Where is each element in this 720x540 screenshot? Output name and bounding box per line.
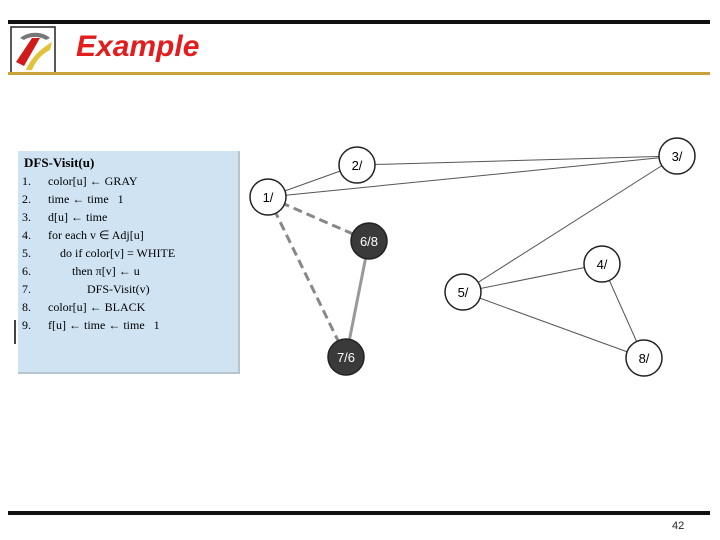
line-text: then π[v] ← u xyxy=(48,264,140,278)
edge-n1-n3 xyxy=(267,155,678,198)
line-number: 7. xyxy=(22,282,31,296)
slide-title: Example xyxy=(76,30,200,63)
edge-n6-n7 xyxy=(344,240,371,358)
graph-edges xyxy=(266,155,678,359)
edge-n1-n7 xyxy=(266,196,348,358)
line-number: 6. xyxy=(22,264,31,278)
pseudocode-line: 3. d[u] ← time xyxy=(22,209,107,226)
top-rule xyxy=(8,20,710,24)
graph-node: 4/ xyxy=(583,245,621,283)
line-text: color[u] ← BLACK xyxy=(48,300,146,314)
node-circle xyxy=(625,339,663,377)
line-text: do if color[v] = WHITE xyxy=(48,246,176,260)
edge-n2-n3 xyxy=(356,155,678,166)
pseudocode-panel: DFS-Visit(u) 1. color[u] ← GRAY 2. time ← t… xyxy=(18,151,240,374)
edge-n5-n8 xyxy=(462,291,645,359)
pseudocode-line: 9. f[u] ← time ← time 1 xyxy=(22,317,160,334)
line-number: 2. xyxy=(22,192,31,206)
node-circle xyxy=(327,338,365,376)
graph-node: 5/ xyxy=(444,273,482,311)
line-text: for each v ∈ Adj[u] xyxy=(48,228,144,242)
line-text: time ← time 1 xyxy=(48,192,124,206)
node-label: 3/ xyxy=(672,149,683,164)
graph-node: 7/6 xyxy=(327,338,365,376)
pseudocode-line: 2. time ← time 1 xyxy=(22,191,124,208)
node-label: 2/ xyxy=(352,158,363,173)
pseudocode-line: 4. for each v ∈ Adj[u] xyxy=(22,227,144,244)
title-underline xyxy=(8,72,710,75)
line-text: d[u] ← time xyxy=(48,210,108,224)
graph-node: 2/ xyxy=(338,146,376,184)
line-number: 5. xyxy=(22,246,31,260)
university-logo-icon xyxy=(10,26,56,74)
node-label: 5/ xyxy=(458,285,469,300)
node-label: 4/ xyxy=(597,257,608,272)
node-circle xyxy=(658,137,696,175)
graph-nodes: 1/2/3/4/5/6/8 7/6 8/ xyxy=(249,137,696,377)
node-circle xyxy=(583,245,621,283)
pseudocode-line: 6. then π[v] ← u xyxy=(22,263,140,280)
graph-node: 3/ xyxy=(658,137,696,175)
line-number: 4. xyxy=(22,228,31,242)
line-text: f[u] ← time ← time 1 xyxy=(48,318,160,332)
line-number: 9. xyxy=(22,318,31,332)
node-label: 6/8 xyxy=(360,234,378,249)
line-number: 8. xyxy=(22,300,31,314)
node-circle xyxy=(444,273,482,311)
edge-n4-n5 xyxy=(462,263,603,293)
pseudocode-line: 7. DFS-Visit(v) xyxy=(22,281,150,298)
page-number: 42 xyxy=(672,520,685,532)
line-text: color[u] ← GRAY xyxy=(48,174,138,188)
node-label: 1/ xyxy=(263,190,274,205)
code-margin-mark xyxy=(14,320,16,344)
graph-node: 8/ xyxy=(625,339,663,377)
line-text: DFS-Visit(v) xyxy=(48,282,150,296)
node-circle xyxy=(350,222,388,260)
bottom-rule xyxy=(8,511,710,515)
pseudocode-line: 5. do if color[v] = WHITE xyxy=(22,245,175,262)
node-label: 8/ xyxy=(639,351,650,366)
graph-node: 1/ xyxy=(249,178,287,216)
line-number: 3. xyxy=(22,210,31,224)
pseudocode-line: 1. color[u] ← GRAY xyxy=(22,173,138,190)
pseudocode-line: 8. color[u] ← BLACK xyxy=(22,299,145,316)
edge-n3-n5 xyxy=(462,155,678,293)
pseudocode-title: DFS-Visit(u) xyxy=(24,155,95,170)
node-circle xyxy=(249,178,287,216)
graph-node: 6/8 xyxy=(350,222,388,260)
node-circle xyxy=(338,146,376,184)
line-number: 1. xyxy=(22,174,31,188)
node-label: 7/6 xyxy=(337,350,355,365)
